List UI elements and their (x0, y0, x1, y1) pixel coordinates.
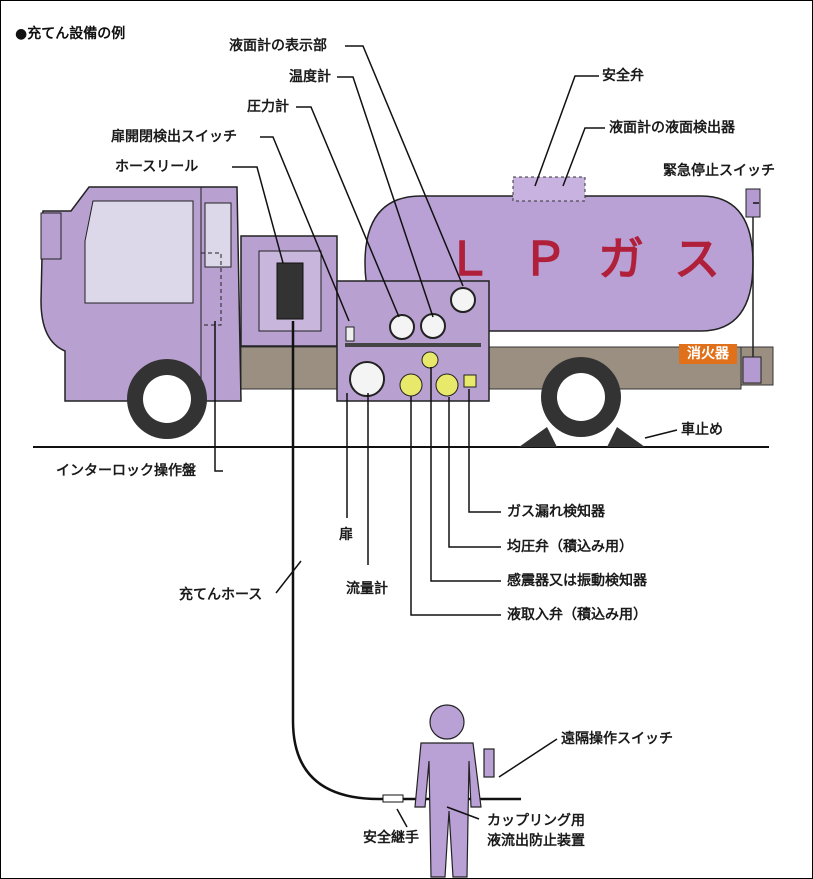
rear-wheel (541, 357, 621, 437)
gas-leak-detector-unit (463, 374, 477, 388)
chassis (240, 346, 742, 390)
pressure-gauge-dial (389, 314, 415, 340)
label-thermometer: 温度計 (289, 69, 331, 85)
label-pressure-gauge: 圧力計 (247, 99, 289, 115)
label-pressure-equalizing-valve: 均圧弁（積込み用） (507, 539, 633, 555)
front-wheel (127, 359, 207, 439)
hose-reel (276, 262, 304, 320)
operator-figure (414, 704, 495, 878)
seismic-detector-knob (421, 351, 439, 369)
label-safety-valve: 安全弁 (602, 68, 644, 84)
label-coupling-device-line2: 液流出防止装置 (487, 833, 585, 849)
wheel-chocks (519, 427, 645, 447)
label-seismic-detector: 感震器又は振動検知器 (507, 573, 647, 589)
label-coupling-device-line1: カップリング用 (487, 813, 585, 829)
label-level-gauge-detector: 液面計の液面検出器 (609, 120, 735, 136)
label-interlock-panel: インターロック操作盤 (56, 463, 196, 479)
label-door: 扉 (339, 527, 353, 543)
filling-hose-line (291, 321, 521, 801)
tank-label: ＬＰガス (446, 232, 750, 286)
flow-meter-dial (349, 361, 385, 397)
thermometer-dial (420, 313, 446, 339)
diagram-title: ●充てん設備の例 (15, 26, 126, 42)
door-switch (345, 326, 355, 342)
liquid-valve-knob (399, 373, 423, 397)
label-hose-reel: ホースリール (115, 159, 199, 175)
label-flow-meter: 流量計 (346, 581, 388, 597)
label-remote-switch: 遠隔操作スイッチ (561, 731, 673, 747)
label-liquid-valve: 液取入弁（積込み用） (507, 607, 647, 623)
label-level-gauge-display: 液面計の表示部 (229, 38, 327, 54)
truck-cab (40, 186, 242, 402)
fire-extinguisher-label: 消火器 (679, 344, 737, 364)
level-gauge-dial (450, 287, 476, 313)
label-wheel-chock: 車止め (681, 422, 723, 438)
label-safety-coupling: 安全継手 (363, 830, 419, 846)
label-filling-hose: 充てんホース (179, 587, 263, 603)
label-emergency-stop: 緊急停止スイッチ (663, 163, 775, 179)
equalizing-valve-knob (435, 373, 459, 397)
label-gas-leak-detector: ガス漏れ検知器 (507, 504, 605, 520)
label-door-switch: 扉開閉検出スイッチ (111, 129, 237, 145)
safety-valve-housing (512, 176, 586, 202)
